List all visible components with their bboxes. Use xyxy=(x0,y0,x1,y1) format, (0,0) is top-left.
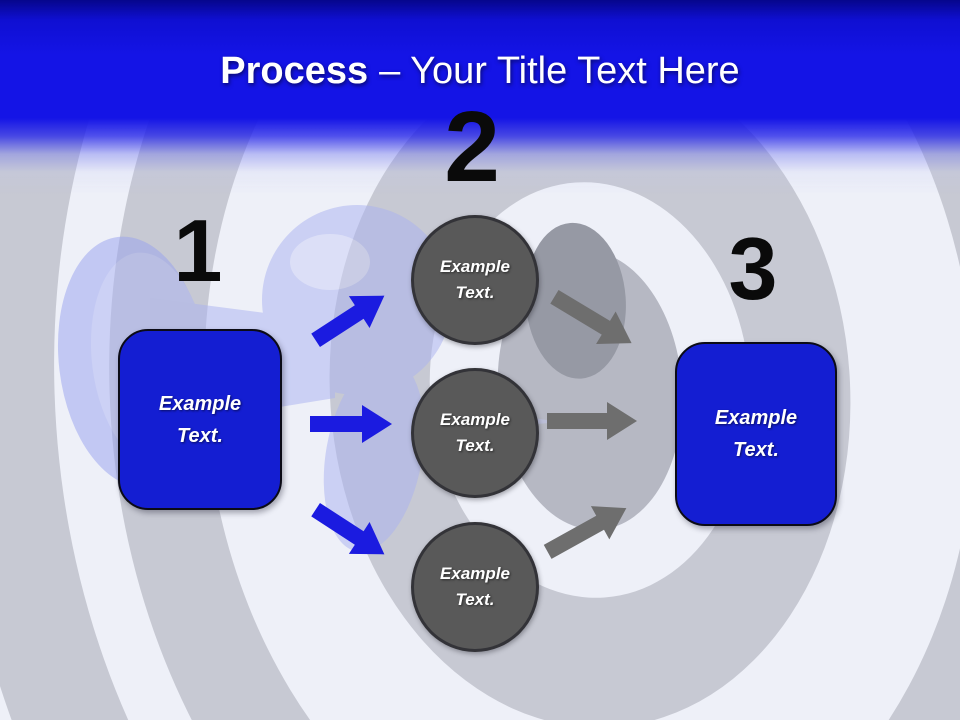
arrow-step1-to-circle2 xyxy=(310,405,392,443)
step1-box-label: Example Text. xyxy=(158,392,242,447)
step-number-1: 1 xyxy=(173,201,223,300)
step3-box-label: Example Text. xyxy=(714,407,798,461)
step2-circle-3: Example Text. xyxy=(411,522,539,652)
step2-circle-3-label: Example Text. xyxy=(440,563,510,609)
arrow-circle3-to-step3 xyxy=(543,506,627,559)
arrow-circle1-to-step3 xyxy=(550,289,632,345)
arrow-step1-to-circle3 xyxy=(311,502,385,555)
step-number-3: 3 xyxy=(728,219,778,318)
arrow-step1-to-circle1 xyxy=(311,295,385,348)
step1-box: Example Text. xyxy=(118,329,282,510)
step3-box: Example Text. xyxy=(675,342,837,526)
step2-circle-2: Example Text. xyxy=(411,368,539,498)
step2-circle-1: Example Text. xyxy=(411,215,539,345)
step2-circle-2-label: Example Text. xyxy=(440,409,510,455)
arrow-circle2-to-step3 xyxy=(547,402,637,440)
step-number-2: 2 xyxy=(444,91,500,203)
step2-circle-1-label: Example Text. xyxy=(440,256,510,302)
